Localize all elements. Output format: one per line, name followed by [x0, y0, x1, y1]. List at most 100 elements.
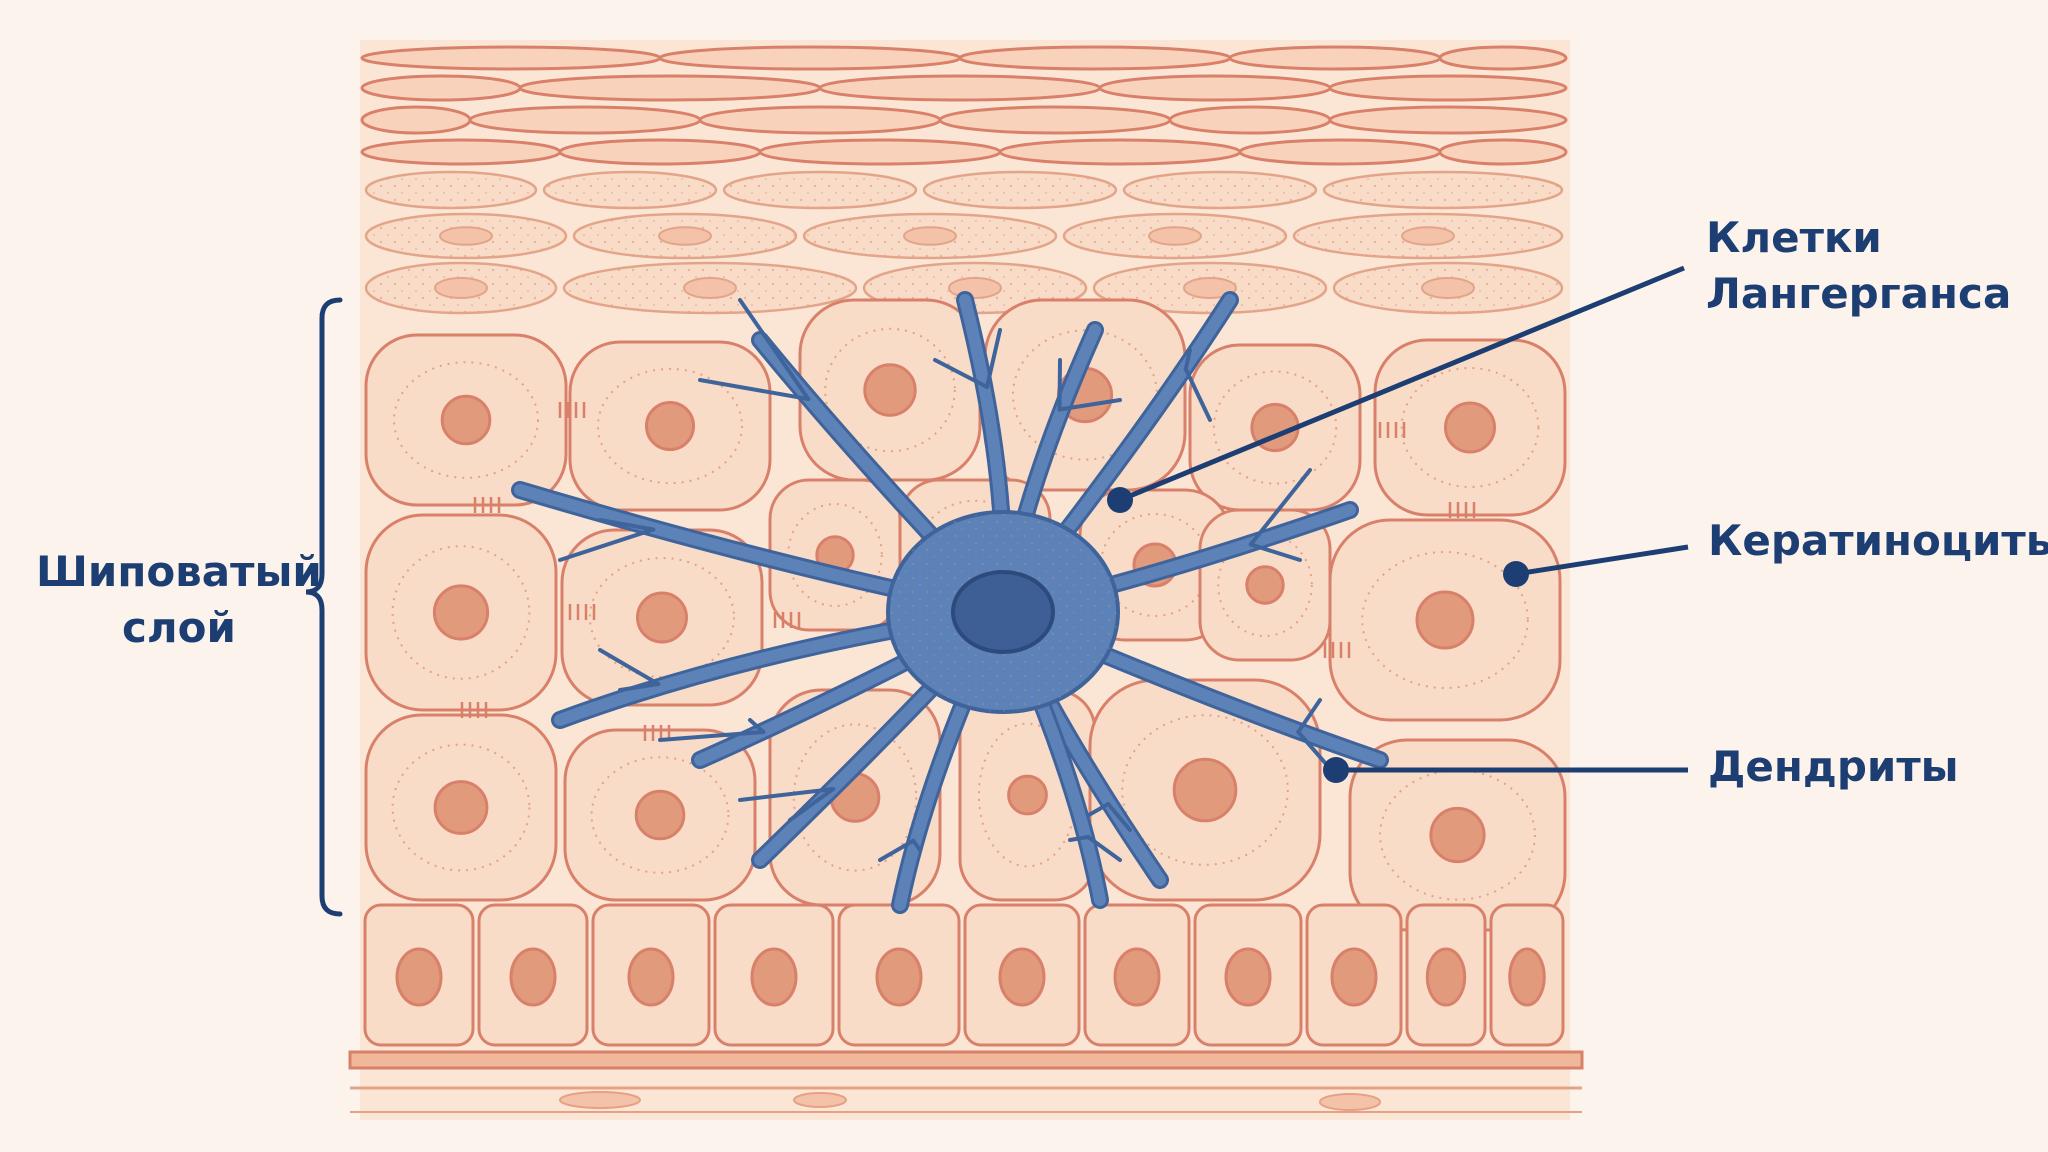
keratinocyte-nucleus	[644, 400, 696, 452]
langerhans-label: Клетки Лангерганса	[1706, 210, 2011, 322]
dendrite-branch	[933, 358, 989, 389]
corneum-cell	[558, 138, 762, 166]
cytoplasm-dots	[824, 327, 956, 453]
dendrite-branch	[985, 328, 1002, 389]
keratinocyte-nucleus	[1429, 806, 1486, 864]
dendrite-branch	[598, 518, 656, 532]
corneum-cell	[698, 105, 942, 135]
basal-nucleus	[1330, 947, 1378, 1007]
langerhans-nucleus	[951, 570, 1055, 654]
keratinocyte-nucleus	[440, 394, 492, 446]
stratum-basale	[363, 903, 1565, 1047]
corneum-cell	[360, 74, 522, 102]
dendrites-label: Дендриты	[1708, 742, 1959, 791]
dendrite-branch	[788, 787, 836, 822]
granules	[724, 172, 916, 208]
dendrite-branch	[598, 648, 661, 686]
keratinocyte-nucleus	[1007, 774, 1048, 816]
corneum-cell	[818, 74, 1102, 102]
corneum-cell	[1228, 45, 1442, 71]
basal-nucleus	[1508, 947, 1546, 1007]
cytoplasm-dots	[391, 743, 531, 872]
stratum-granulosum	[364, 170, 1564, 315]
basal-nucleus	[395, 947, 443, 1007]
corneum-cell	[1168, 105, 1332, 135]
dendrite-branch	[1068, 835, 1091, 842]
cytoplasm-dots	[1379, 769, 1536, 901]
basal-nucleus	[1113, 947, 1161, 1007]
granular-nucleus	[1421, 277, 1475, 299]
corneum-cell	[1438, 45, 1568, 71]
corneum-cell	[1438, 138, 1568, 166]
granules	[544, 172, 716, 208]
granular-nucleus	[439, 226, 493, 246]
keratinocyte-nucleus	[634, 789, 686, 841]
cytoplasm-dots	[792, 723, 918, 872]
keratinocyte-nucleus	[1415, 590, 1475, 650]
callout-dendrites	[1323, 757, 1688, 783]
cytoplasm-dots	[589, 557, 735, 678]
langerhans-pointer-dot	[1107, 487, 1133, 513]
corneum-cell	[658, 45, 962, 71]
dendrite-branch	[1086, 835, 1122, 862]
dendrite-branch	[738, 787, 836, 802]
dendrite-branch	[1183, 367, 1212, 422]
basement-membrane	[348, 1050, 1584, 1113]
dendrite-pointer-dot	[1323, 757, 1349, 783]
cytoplasm-dots	[393, 361, 539, 479]
keratinocyte-nucleus	[863, 363, 917, 417]
spinous-layer-bracket	[305, 297, 343, 917]
corneum-cell	[758, 138, 1002, 166]
keratinocyte-nucleus	[1172, 757, 1238, 823]
corneum-cell	[468, 105, 702, 135]
callout-langerhans	[1107, 265, 1685, 513]
granular-nucleus	[1401, 226, 1455, 246]
granular-nucleus	[683, 277, 737, 299]
dendrite-branch	[878, 838, 916, 862]
granular-nucleus	[1148, 226, 1202, 246]
granular-nucleus	[948, 277, 1002, 299]
dendrite-branch	[1057, 358, 1062, 412]
dendrite-branch	[1248, 468, 1312, 547]
basal-nucleus	[998, 947, 1046, 1007]
corneum-cell	[518, 74, 822, 102]
dendrite-branch	[618, 682, 661, 692]
keratinocyte-nucleus	[1245, 565, 1285, 605]
corneum-cell	[958, 45, 1232, 71]
cytoplasm-dots	[1361, 551, 1529, 689]
cytoplasm-dots	[1400, 367, 1540, 488]
keratinocyte-nucleus	[636, 591, 688, 644]
dendrite-branch	[1248, 542, 1302, 562]
corneum-cell	[1098, 74, 1332, 102]
cytoplasm-dots	[597, 367, 743, 485]
corneum-cell	[360, 105, 472, 135]
dendrite-branch	[748, 718, 766, 734]
corneum-cell	[1328, 105, 1568, 135]
dendrite-branch	[558, 527, 656, 562]
granular-nucleus	[903, 226, 957, 246]
dendrite-branch	[658, 730, 766, 742]
spinous-layer-label-line1: Шиповатый	[36, 547, 322, 596]
spinous-layer-label-line2: слой	[121, 603, 236, 652]
callout-keratinocytes	[1503, 544, 1689, 587]
corneum-cell	[1238, 138, 1442, 166]
corneum-cell	[360, 45, 662, 71]
corneum-cell	[998, 138, 1242, 166]
granules	[1324, 172, 1562, 208]
granules	[924, 172, 1116, 208]
dendrite-branch	[1296, 698, 1322, 734]
langerhans-label-line1: Клетки	[1706, 213, 1882, 262]
dendrite-branch	[738, 298, 811, 401]
corneum-cell	[1328, 74, 1568, 102]
dendrite-branch	[698, 378, 811, 401]
granules	[366, 172, 536, 208]
langerhans-label-line2: Лангерганса	[1706, 269, 2012, 318]
basal-nucleus	[509, 947, 557, 1007]
cytoplasm-dots	[1212, 370, 1338, 485]
corneum-cell	[938, 105, 1172, 135]
cytoplasm-dots	[391, 545, 531, 680]
spinous-layer-label: Шиповатый слой	[36, 544, 322, 656]
cytoplasm-dots	[590, 756, 730, 874]
basal-nucleus	[1425, 947, 1467, 1007]
